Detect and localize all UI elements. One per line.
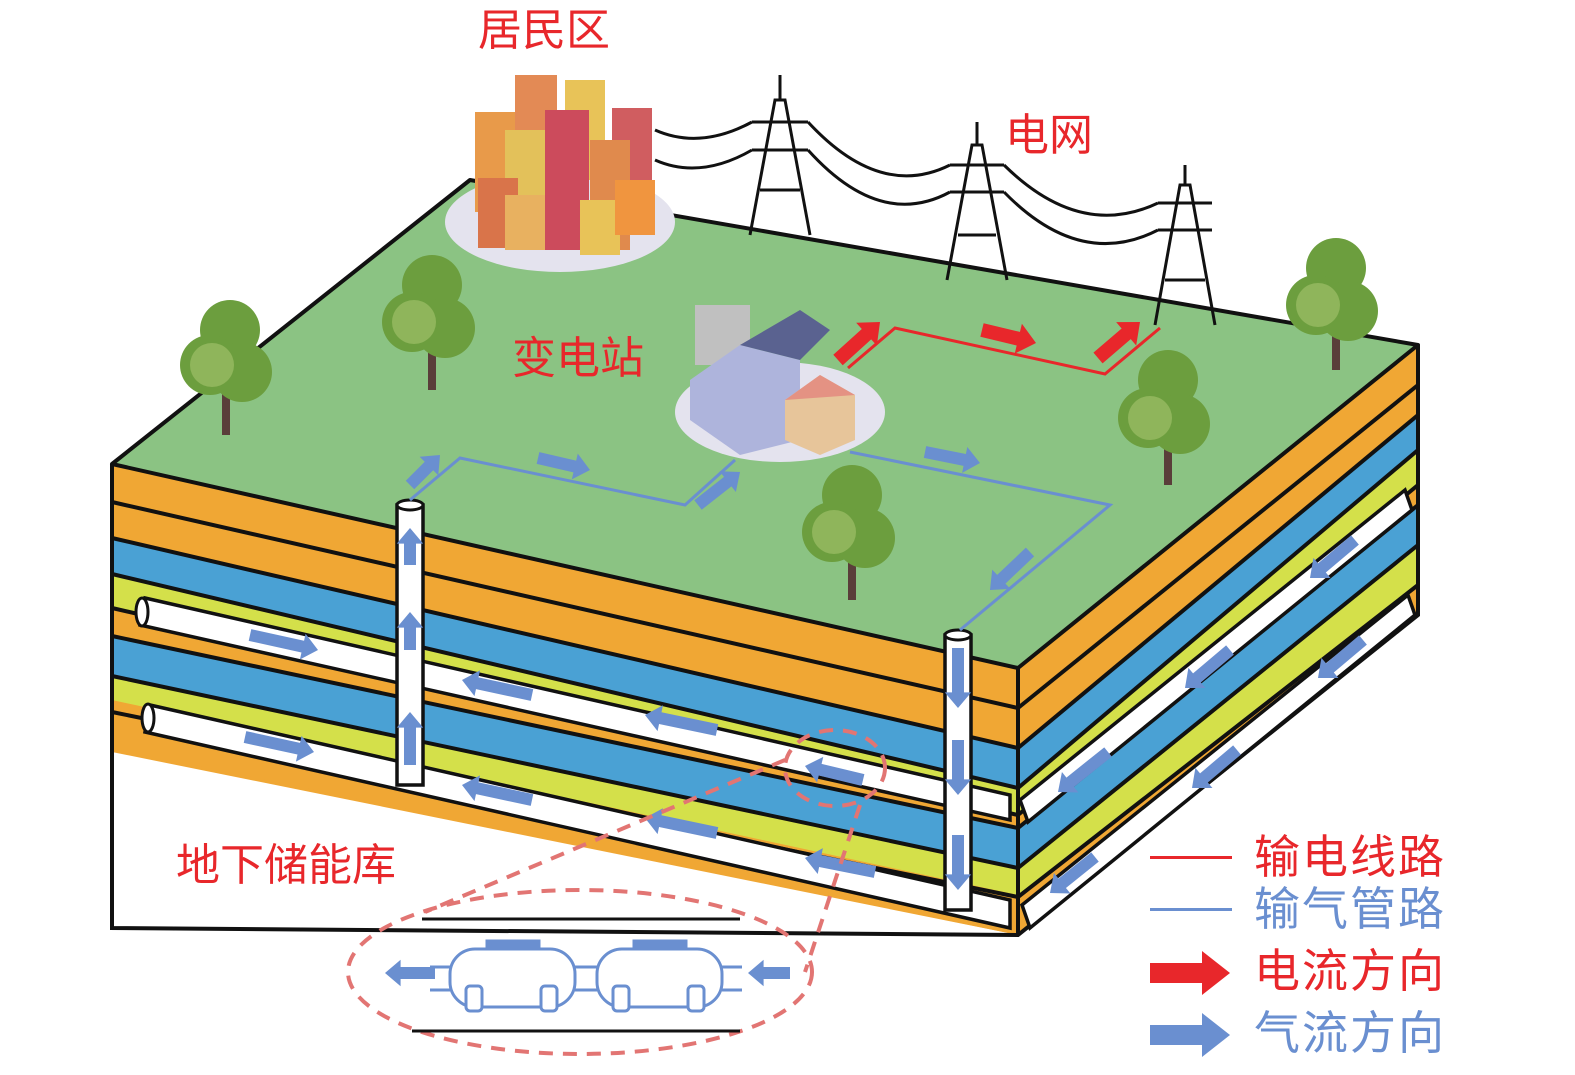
current-direction-arrow bbox=[833, 322, 880, 366]
transmission-towers bbox=[654, 75, 1217, 326]
gas-flow-arrow bbox=[1058, 747, 1112, 793]
horizontal-pipe-lower bbox=[140, 702, 1012, 931]
stratum-orange-2 bbox=[112, 502, 1018, 748]
gas-flow-arrow bbox=[405, 455, 440, 490]
current-direction-arrow bbox=[980, 323, 1036, 354]
gas-flow-arrow bbox=[1318, 635, 1367, 679]
current-direction-arrow bbox=[1093, 322, 1140, 364]
gas-pipeline-route-2 bbox=[849, 450, 1114, 632]
gas-flow-arrow bbox=[536, 452, 590, 480]
gas-flow-arrow bbox=[1185, 645, 1234, 689]
gas-flow-arrow bbox=[385, 959, 435, 987]
legend-item-gas-flow-direction: 气流方向 bbox=[1150, 1002, 1480, 1064]
stratum-blue-1 bbox=[112, 538, 1018, 788]
gas-flow-arrow bbox=[805, 756, 865, 786]
horizontal-pipe-upper bbox=[134, 595, 1012, 823]
gas-flow-arrow bbox=[462, 670, 534, 701]
gas-flow-arrow bbox=[944, 835, 972, 890]
legend: 输电线路 输气管路 电流方向 气流方向 bbox=[1150, 826, 1480, 1064]
tower-1 bbox=[748, 75, 812, 236]
power-line-route bbox=[847, 326, 1161, 376]
gas-pipeline-route bbox=[409, 456, 737, 507]
label-grid: 电网 bbox=[1005, 110, 1093, 161]
gas-flow-arrow bbox=[694, 471, 740, 510]
flow-arrows bbox=[243, 322, 1367, 987]
power-cables bbox=[654, 120, 1159, 246]
gas-flow-arrow bbox=[645, 808, 719, 839]
tree bbox=[180, 300, 272, 435]
gas-flow-arrow bbox=[462, 775, 534, 806]
storage-tank-icons bbox=[430, 939, 742, 1013]
tree bbox=[1118, 350, 1210, 485]
gas-flow-arrow bbox=[248, 629, 318, 660]
tree bbox=[1286, 238, 1378, 370]
gas-flow-arrow bbox=[243, 731, 314, 762]
power-line-swatch bbox=[1150, 856, 1232, 859]
legend-item-current-direction: 电流方向 bbox=[1150, 940, 1480, 1002]
gas-flow-arrow bbox=[396, 612, 424, 650]
gas-flow-arrow bbox=[1192, 745, 1241, 789]
blue-arrow-icon bbox=[1150, 1013, 1230, 1057]
stratum-orange-1 bbox=[112, 464, 1018, 708]
gas-flow-arrow bbox=[748, 959, 790, 987]
tower-2 bbox=[945, 122, 1009, 281]
label-substation: 变电站 bbox=[512, 333, 644, 384]
gas-flow-arrow bbox=[990, 547, 1035, 590]
legend-label: 电流方向 bbox=[1254, 944, 1446, 998]
label-storage: 地下储能库 bbox=[176, 840, 396, 891]
gas-flow-arrow bbox=[1310, 535, 1359, 579]
label-residential: 居民区 bbox=[478, 5, 610, 56]
gas-flow-arrow bbox=[396, 528, 424, 565]
gas-flow-arrow bbox=[944, 648, 972, 708]
tree bbox=[802, 465, 895, 600]
gas-flow-arrow bbox=[944, 740, 972, 795]
legend-item-power-line: 输电线路 bbox=[1150, 826, 1480, 888]
gas-flow-arrow bbox=[645, 705, 719, 736]
gas-flow-arrow bbox=[396, 712, 424, 765]
legend-label: 输气管路 bbox=[1254, 882, 1446, 936]
legend-item-gas-pipeline: 输气管路 bbox=[1150, 878, 1480, 940]
substation-building bbox=[675, 305, 885, 462]
storage-callout bbox=[346, 728, 887, 1056]
gas-flow-arrow bbox=[1050, 852, 1099, 894]
stratum-yellow-2 bbox=[112, 676, 1018, 897]
legend-label: 输电线路 bbox=[1254, 830, 1446, 884]
red-arrow-icon bbox=[1150, 951, 1230, 995]
tower-3 bbox=[1153, 165, 1217, 326]
trees bbox=[180, 238, 1378, 600]
gas-line-swatch bbox=[1150, 908, 1232, 911]
stratum-blue-2 bbox=[112, 636, 1018, 868]
tree bbox=[382, 255, 475, 390]
residential-buildings bbox=[445, 75, 675, 272]
block-outline bbox=[110, 345, 1420, 938]
legend-label: 气流方向 bbox=[1254, 1006, 1446, 1060]
gas-flow-arrow bbox=[923, 446, 980, 473]
